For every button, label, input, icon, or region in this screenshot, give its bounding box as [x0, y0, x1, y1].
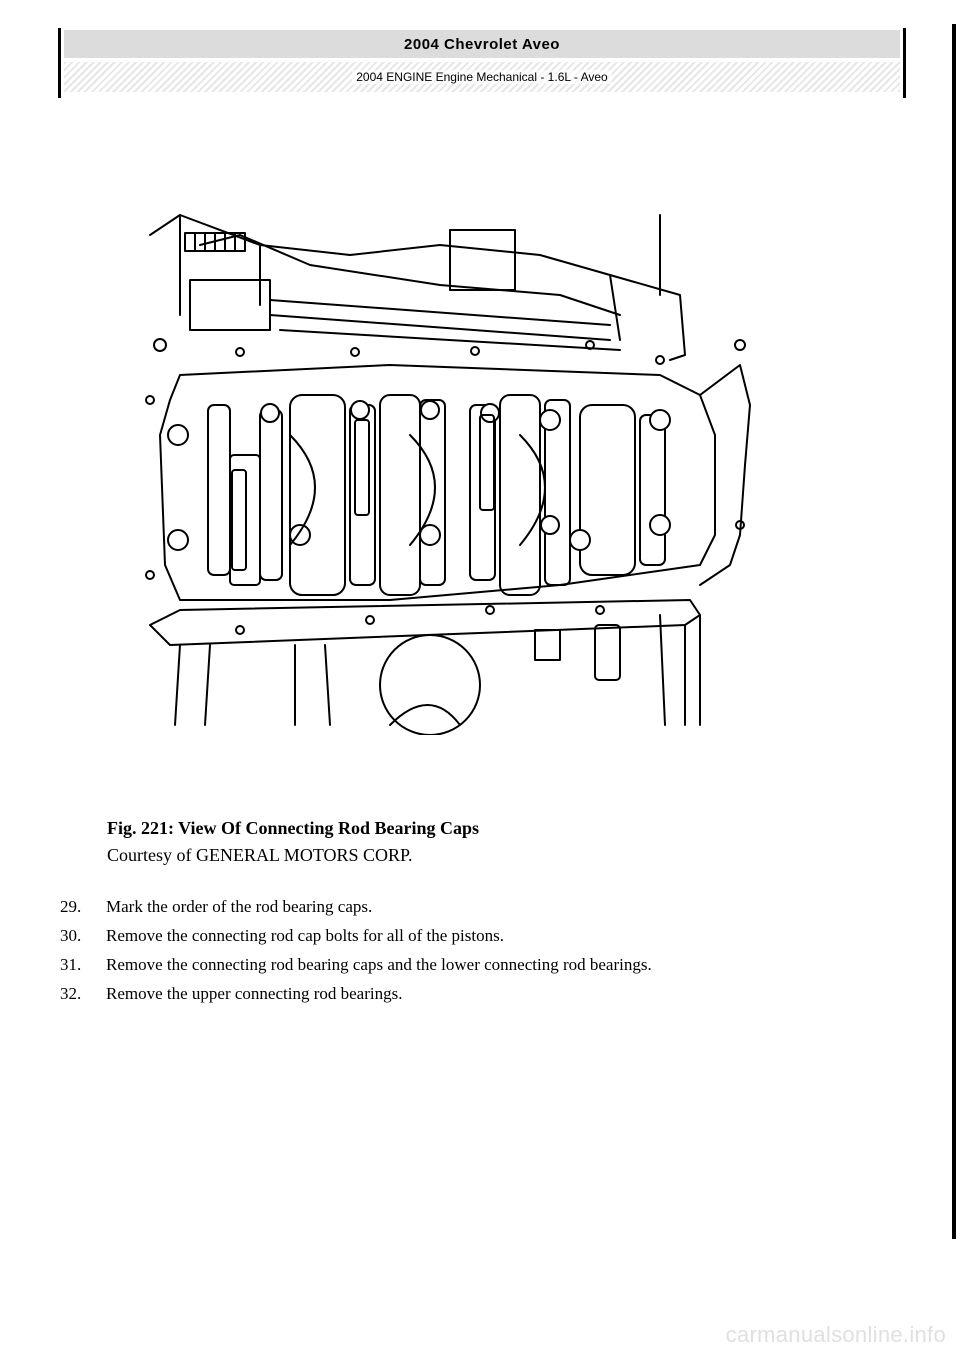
cap-bolt [649, 514, 671, 536]
upper-bracket [189, 279, 271, 331]
housing-detail-b [199, 234, 621, 316]
rail-hole [470, 346, 480, 356]
cap-bolt [480, 403, 500, 423]
flange-hole [735, 520, 745, 530]
rod-cap [579, 404, 636, 576]
rod-cap [419, 399, 446, 586]
rod-caps [207, 394, 666, 596]
header-subtitle-bar: 2004 ENGINE Engine Mechanical - 1.6L - A… [64, 62, 900, 92]
pan-hole [595, 605, 605, 615]
rod-cap [639, 414, 666, 566]
connector-box [449, 229, 516, 291]
rail-hole [153, 338, 167, 352]
rail-hole [655, 355, 665, 365]
sensor [534, 629, 561, 661]
header-title: 2004 Chevrolet Aveo [404, 35, 560, 53]
rod-cap [207, 404, 231, 576]
rod-cap [379, 394, 421, 596]
cap-bolt [260, 403, 280, 423]
flange-hole [145, 395, 155, 405]
figure-caption: Fig. 221: View Of Connecting Rod Bearing… [107, 815, 479, 869]
housing-detail-a [179, 214, 661, 341]
procedure-step: 32. Remove the upper connecting rod bear… [60, 979, 652, 1008]
bearing-inserts [231, 414, 546, 571]
step-text: Mark the order of the rod bearing caps. [106, 896, 373, 916]
rod-cap [289, 394, 346, 596]
pulley [379, 634, 481, 735]
figure-caption-title: Fig. 221: View Of Connecting Rod Bearing… [107, 818, 480, 838]
procedure-step: 30. Remove the connecting rod cap bolts … [60, 921, 652, 950]
pulley-hub [389, 704, 461, 726]
header-left-border [58, 28, 61, 98]
pan-hole [485, 605, 495, 615]
cap-bolt [350, 400, 370, 420]
rod-cap [469, 404, 496, 581]
cap-bolt [649, 409, 671, 431]
figure-caption-credit: Courtesy of GENERAL MOTORS CORP. [107, 845, 413, 865]
cap-bolts [167, 400, 671, 551]
step-number: 29. [60, 896, 82, 916]
rod-cap [259, 409, 283, 581]
header-subtitle: 2004 ENGINE Engine Mechanical - 1.6L - A… [352, 70, 612, 84]
header-title-bar: 2004 Chevrolet Aveo [64, 30, 900, 58]
procedure-step: 29. Mark the order of the rod bearing ca… [60, 892, 652, 921]
cap-bolt [167, 529, 189, 551]
upper-housing [149, 214, 686, 361]
step-text: Remove the connecting rod bearing caps a… [106, 954, 652, 974]
page-header: 2004 Chevrolet Aveo 2004 ENGINE Engine M… [58, 28, 906, 98]
cap-bolt [539, 409, 561, 431]
step-number: 32. [60, 983, 82, 1003]
step-text: Remove the connecting rod cap bolts for … [106, 925, 504, 945]
engine-diagram [145, 214, 751, 735]
rail-hole [235, 347, 245, 357]
bearing-insert [354, 419, 370, 516]
procedure-step: 31. Remove the connecting rod bearing ca… [60, 950, 652, 979]
cap-bolt [167, 424, 189, 446]
header-right-border [903, 28, 906, 98]
step-number: 30. [60, 925, 82, 945]
oil-pan-rail [149, 599, 701, 646]
right-flange [699, 364, 751, 586]
pan-hole [235, 625, 245, 635]
rod-cap [499, 394, 541, 596]
rail-hole [585, 340, 595, 350]
crank-web [289, 434, 546, 546]
bearing-insert [479, 414, 495, 511]
rail-lines [269, 299, 621, 351]
cap-bolt [420, 400, 440, 420]
oil-pan [174, 614, 701, 726]
pan-hole [365, 615, 375, 625]
rail-hole [350, 347, 360, 357]
step-number: 31. [60, 954, 82, 974]
page-right-border [952, 24, 956, 1239]
flange-hole [734, 339, 746, 351]
watermark: carmanualsonline.info [725, 1322, 946, 1347]
flange-hole [145, 570, 155, 580]
drain-fitting [594, 624, 621, 681]
cap-bolt [419, 524, 441, 546]
bearing-insert [231, 469, 247, 571]
bolt-thread [194, 232, 236, 252]
step-text: Remove the upper connecting rod bearings… [106, 983, 403, 1003]
cap-bolt [540, 515, 560, 535]
procedure-steps: 29. Mark the order of the rod bearing ca… [60, 892, 652, 1008]
cap-bolt [569, 529, 591, 551]
rod-cap [349, 404, 376, 586]
crankcase-outline [159, 364, 716, 601]
